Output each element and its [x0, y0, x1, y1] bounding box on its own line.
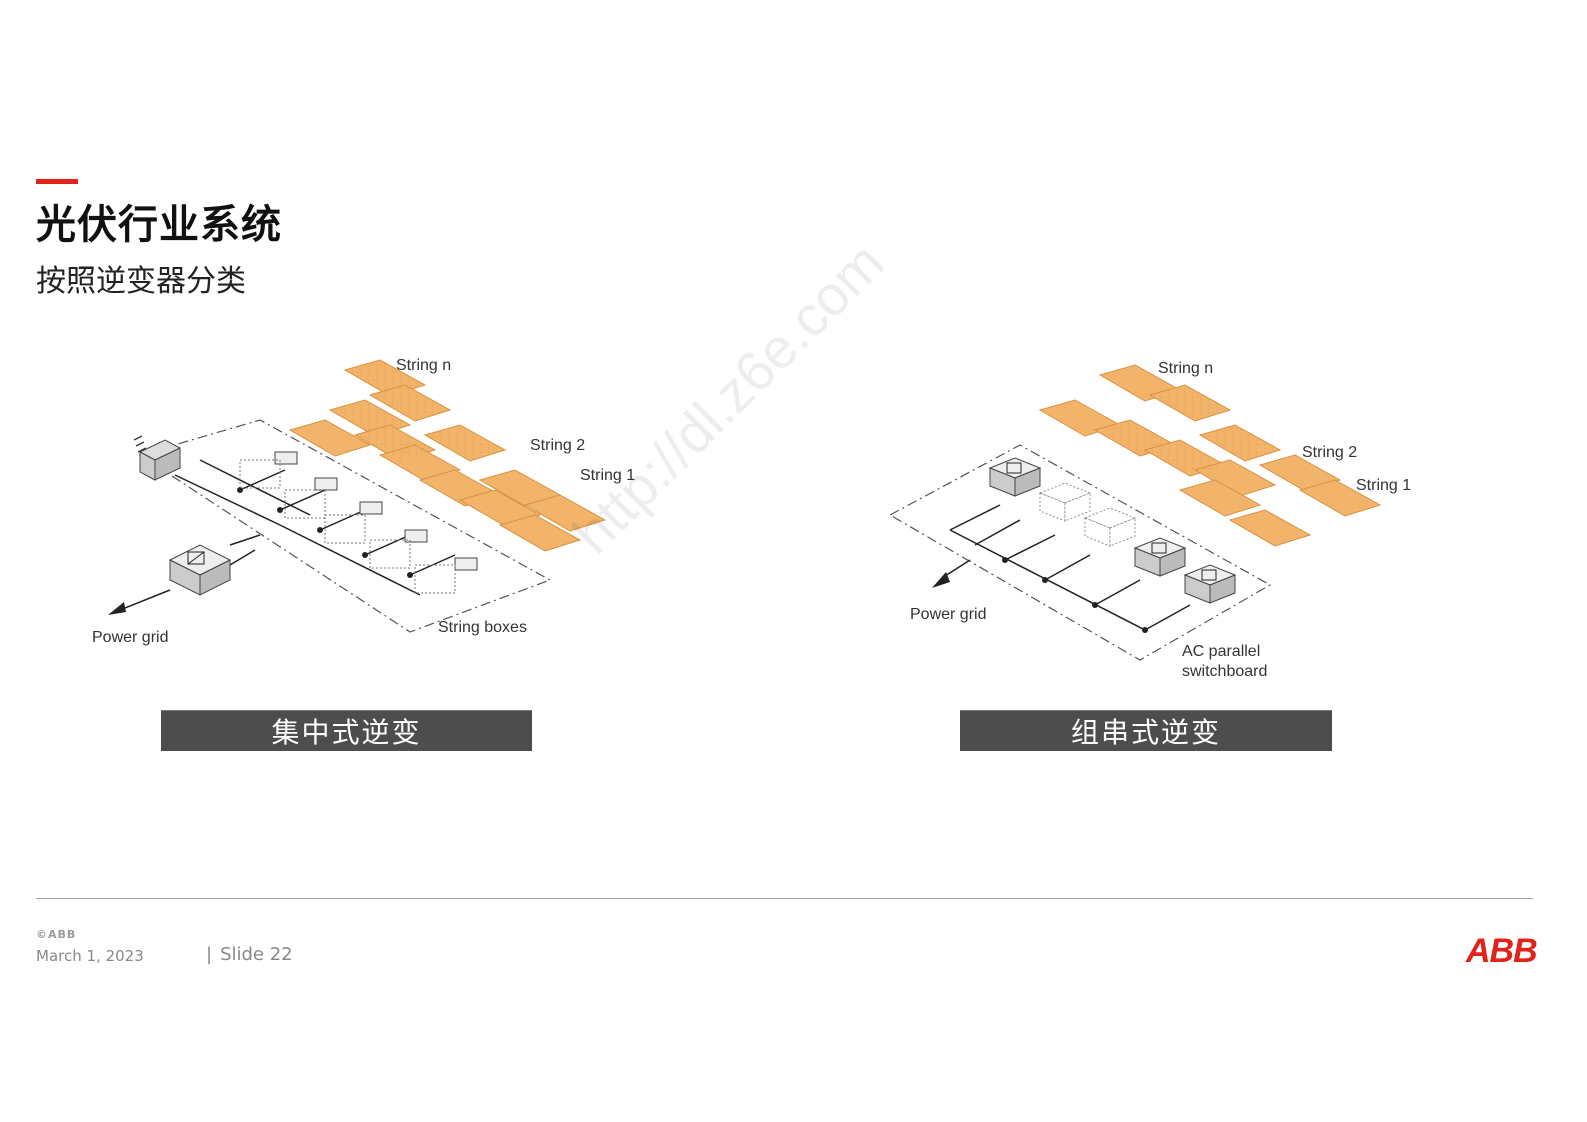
footer-date: March 1, 2023: [36, 947, 144, 965]
junction-dots: [237, 487, 413, 578]
label-string-2: String 2: [530, 437, 585, 454]
title-accent-bar: [36, 179, 78, 184]
site-boundary: [138, 419, 552, 633]
page-subtitle: 按照逆变器分类: [36, 264, 246, 299]
solar-panel-array: [288, 359, 607, 552]
label-string-1: String 1: [580, 467, 635, 484]
label-power-grid: Power grid: [92, 629, 168, 646]
central-inverter-icon: [168, 544, 232, 596]
site-boundary: [888, 444, 1272, 661]
string-box-group: [274, 451, 478, 571]
grounding-transformer: [133, 435, 182, 481]
label-power-grid: Power grid: [910, 606, 986, 623]
string-inverter-diagram: String n String 2 String 1 Power grid AC…: [880, 340, 1440, 690]
grid-arrow-icon: [932, 572, 950, 588]
solar-panel-array: [1038, 364, 1382, 547]
label-string-boxes: String boxes: [438, 619, 527, 636]
label-string-n: String n: [396, 357, 451, 374]
abb-logo: ABB: [1466, 932, 1538, 970]
central-inverter-diagram: String n String 2 String 1 Power grid St…: [80, 340, 660, 670]
footer-divider: [36, 898, 1533, 899]
label-switchboard: switchboard: [1182, 663, 1267, 680]
slide-label: Slide 22: [220, 944, 293, 965]
junction-dots: [1002, 557, 1148, 633]
footer-slide-number: | Slide 22: [206, 944, 293, 965]
string-inverter-icons: [988, 457, 1237, 604]
caption-string-inverter: 组串式逆变: [960, 710, 1332, 751]
footer-separator: |: [206, 944, 213, 965]
footer-copyright: ©ABB: [36, 928, 77, 941]
label-ac-parallel: AC parallel: [1182, 643, 1260, 660]
label-string-n: String n: [1158, 360, 1213, 377]
grid-arrow-icon: [108, 602, 126, 615]
string-box-outlines: [239, 459, 456, 594]
label-string-1: String 1: [1356, 477, 1411, 494]
label-string-2: String 2: [1302, 444, 1357, 461]
caption-central-inverter: 集中式逆变: [161, 710, 532, 751]
page-title: 光伏行业系统: [36, 202, 282, 248]
